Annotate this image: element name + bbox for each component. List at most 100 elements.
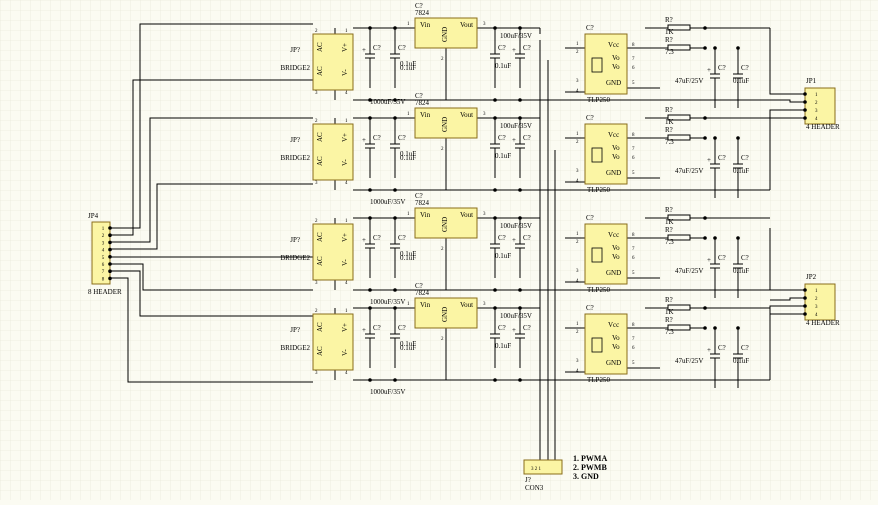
reg-vout-label: Vout: [460, 21, 473, 29]
wire: [110, 263, 313, 291]
junction-dot: [803, 92, 807, 96]
opto-vcc-label: Vcc: [608, 231, 619, 239]
components: 2314ACACV+V-JP?BRIDGE2C?+C?0.1uF0.1uF100…: [88, 2, 840, 492]
junction-dot: [703, 116, 707, 120]
opto-vcc-label: Vcc: [608, 41, 619, 49]
legend-entry: 1. PWMA: [573, 454, 607, 463]
header-pin: 4: [815, 313, 818, 318]
opto-pin: 6: [632, 66, 635, 71]
bridge-ac-label: AC: [316, 66, 324, 76]
resistor: [667, 324, 691, 331]
junction-dot: [736, 46, 740, 50]
cap-value: 0.1uF: [495, 252, 511, 260]
opto-pin: 7: [632, 147, 635, 152]
junction-dot: [108, 240, 112, 245]
wire: [110, 270, 313, 317]
wire: [110, 183, 313, 250]
cap-designator: C?: [498, 134, 506, 142]
cap-designator: C?: [523, 234, 531, 242]
header-pin: 1: [102, 227, 105, 232]
wire: [769, 313, 805, 380]
header-jp2-type: 4 HEADER: [806, 319, 840, 327]
voltage-regulator: [414, 207, 478, 239]
voltage-regulator: [414, 107, 478, 139]
opto-led: [591, 147, 603, 163]
bridge-ac-label: AC: [316, 132, 324, 142]
junction-dot: [493, 26, 497, 30]
opto-pin: 4: [576, 369, 579, 374]
resistor: [667, 114, 691, 121]
junction-dot: [713, 46, 717, 50]
cap-value: 0.1uF: [733, 167, 749, 175]
cap-value: 0.1uF: [400, 344, 416, 352]
opto-pin: 5: [632, 361, 635, 366]
bridge-vminus-label: V-: [341, 159, 349, 166]
junction-dot: [703, 26, 707, 30]
junction-dot: [108, 226, 112, 230]
cap-value: 0.1uF: [400, 254, 416, 262]
res-value: 1K: [665, 218, 674, 226]
opto-gnd-label: GND: [606, 269, 621, 277]
junction-dot: [368, 116, 372, 120]
bridge-pin: 3: [315, 181, 318, 186]
junction-dot: [703, 136, 707, 140]
opto-gnd-label: GND: [606, 169, 621, 177]
reg-gnd-label: GND: [441, 217, 449, 232]
cap-designator: C?: [398, 44, 406, 52]
reg-designator: C?: [415, 92, 423, 100]
reg-vin-label: Vin: [420, 21, 431, 29]
opto-pin: 4: [576, 279, 579, 284]
junction-dot: [803, 288, 807, 292]
bridge-ac-label: AC: [316, 156, 324, 166]
reg-name: 7824: [415, 289, 430, 297]
bridge-pin: 1: [345, 219, 348, 224]
header-jp4-name: JP4: [88, 212, 99, 220]
wire: [110, 23, 313, 229]
opto-name: TLP250: [587, 186, 610, 194]
reg-vin-label: Vin: [420, 301, 431, 309]
opto-vo-label: Vo: [612, 244, 620, 252]
cap-value: 0.1uF: [400, 154, 416, 162]
bridge-ac-label: AC: [316, 42, 324, 52]
opto-pin: 2: [576, 240, 579, 245]
junction-dot: [518, 378, 522, 382]
junction-dot: [108, 262, 112, 266]
junction-dot: [803, 304, 807, 308]
reg-gnd-label: GND: [441, 307, 449, 322]
bridge-name: BRIDGE2: [280, 154, 310, 162]
bridge-vplus-label: V+: [341, 43, 349, 52]
res-value: 7.3: [665, 48, 674, 56]
opto-led: [591, 247, 603, 263]
cap-value-mid: 100uF/35V: [500, 32, 532, 40]
bridge-rectifier: [312, 33, 354, 91]
opto-pin: 2: [576, 140, 579, 145]
wire: [770, 99, 805, 103]
header-jp4-type: 8 HEADER: [88, 288, 122, 296]
bridge-pin: 4: [345, 181, 348, 186]
junction-dot: [108, 233, 112, 237]
opto-pin: 3: [576, 359, 579, 364]
opto-pin: 7: [632, 337, 635, 342]
reg-pin: 1: [407, 302, 410, 307]
junction-dot: [703, 236, 707, 240]
cap-value-out: 47uF/25V: [675, 267, 703, 275]
wire: [110, 277, 313, 383]
opto-led: [591, 337, 603, 353]
cap-value-out: 47uF/25V: [675, 167, 703, 175]
voltage-regulator: [414, 297, 478, 329]
cap-value-big: 1000uF/35V: [370, 298, 405, 306]
cap-designator: C?: [498, 44, 506, 52]
res-designator: R?: [665, 206, 673, 214]
opto-vo-label: Vo: [612, 54, 620, 62]
cap-designator: C?: [523, 44, 531, 52]
junction-dot: [803, 116, 807, 120]
junction-dot: [518, 116, 522, 120]
header-pin: 6: [102, 263, 105, 268]
reg-pin: 3: [483, 22, 486, 27]
cap-designator: C?: [741, 154, 749, 162]
cap-designator: C?: [523, 324, 531, 332]
junction-dot: [518, 98, 522, 102]
header-pin: 2: [815, 101, 818, 106]
res-designator: R?: [665, 316, 673, 324]
opto-pin: 5: [632, 171, 635, 176]
